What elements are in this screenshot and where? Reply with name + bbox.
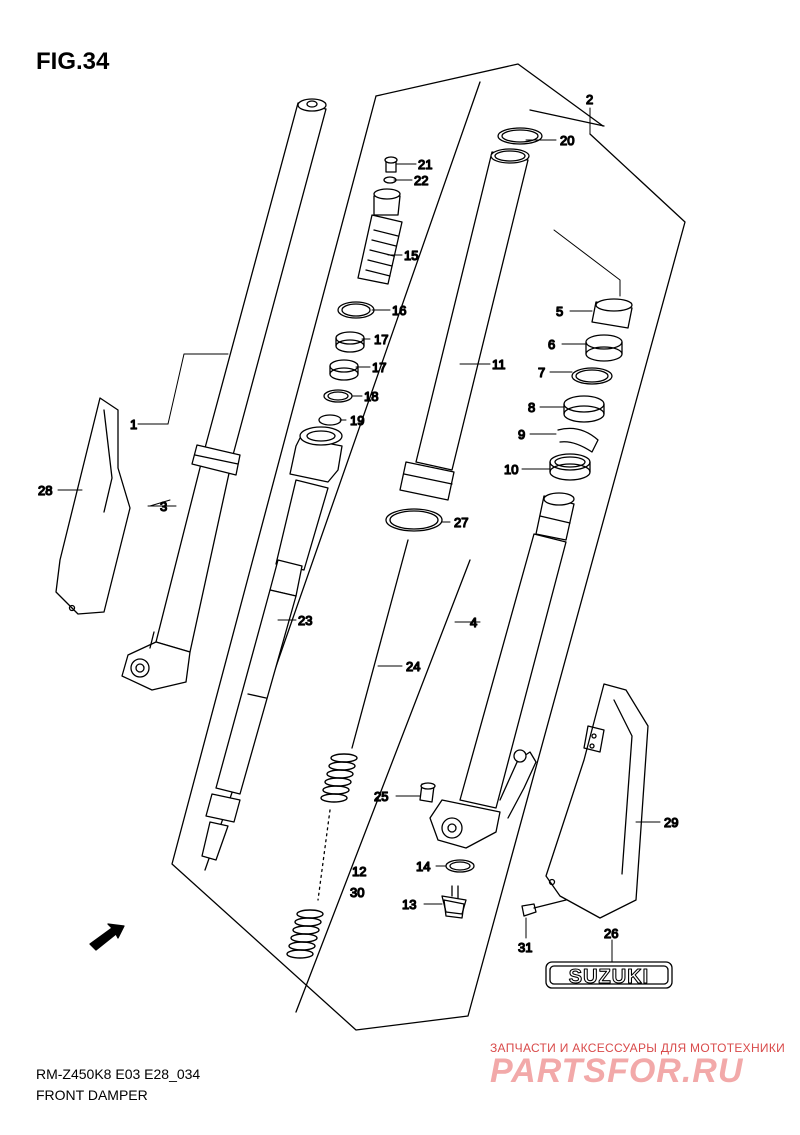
watermark-tagline: ЗАПЧАСТИ И АКСЕССУАРЫ ДЛЯ МОТОТЕХНИКИ <box>490 1041 786 1055</box>
callout-14: 14 <box>416 859 430 874</box>
callout-24: 24 <box>406 659 420 674</box>
callout-21: 21 <box>418 157 432 172</box>
callout-13: 13 <box>402 897 416 912</box>
callout-7: 7 <box>538 365 545 380</box>
callout-19: 19 <box>350 413 364 428</box>
callout-15: 15 <box>404 248 418 263</box>
bolt-part-29 <box>521 899 567 917</box>
outer-tube-part-4 <box>429 492 575 849</box>
fwd-arrow-icon: FWD <box>89 923 125 951</box>
model-code: RM-Z450K8 E03 E28_034 <box>36 1066 201 1082</box>
callout-6: 6 <box>548 337 555 352</box>
callout-28: 29 <box>664 815 678 830</box>
upper-seal-stack <box>318 127 543 426</box>
callout-27: 28 <box>38 483 52 498</box>
callout-20: 20 <box>560 133 574 148</box>
bushing-seal-stack <box>549 298 633 481</box>
fork-guard-part-27 <box>55 397 131 615</box>
callout-25: 25 <box>374 789 388 804</box>
callout-23: 23 <box>298 613 312 628</box>
group-name: FRONT DAMPER <box>36 1087 148 1103</box>
callout-8: 8 <box>528 400 535 415</box>
callout-1: 1 <box>130 417 137 432</box>
callout-29: 31 <box>518 940 532 955</box>
outer-tube-part-1 <box>121 98 327 691</box>
inner-tube-part-11 <box>385 148 530 532</box>
callout-18: 18 <box>364 389 378 404</box>
watermark-brand: PARTSFOR.RU <box>490 1052 744 1090</box>
callout-2: 2 <box>586 92 593 107</box>
callout-17a: 17 <box>374 332 388 347</box>
damper-cartridge-part-23 <box>201 426 343 861</box>
callout-labels: 2 20 21 22 15 16 17 17 18 19 11 5 6 7 8 … <box>37 91 679 955</box>
base-valve-parts <box>441 859 475 919</box>
bolt-part-25 <box>419 782 436 803</box>
callout-30: 30 <box>350 885 364 900</box>
emblem-text: SUZUKI <box>569 966 649 988</box>
callout-31: 26 <box>604 926 618 941</box>
emblem-part-31: SUZUKI <box>545 961 673 989</box>
callout-4: 4 <box>470 615 477 630</box>
callout-9: 9 <box>518 427 525 442</box>
leader-lines <box>57 107 661 963</box>
callout-22: 22 <box>414 173 428 188</box>
figure-title: FIG.34 <box>36 48 110 75</box>
callout-11: 11 <box>492 357 506 372</box>
callout-26: 27 <box>454 515 468 530</box>
callout-3: 3 <box>160 499 167 514</box>
callout-10: 10 <box>504 462 518 477</box>
callout-12: 12 <box>352 864 366 879</box>
rod-and-spring-part-24 <box>286 539 409 959</box>
callout-5: 5 <box>556 304 563 319</box>
fork-guard-part-28 <box>545 683 649 919</box>
callout-16: 16 <box>392 303 406 318</box>
callout-17b: 17 <box>372 360 386 375</box>
